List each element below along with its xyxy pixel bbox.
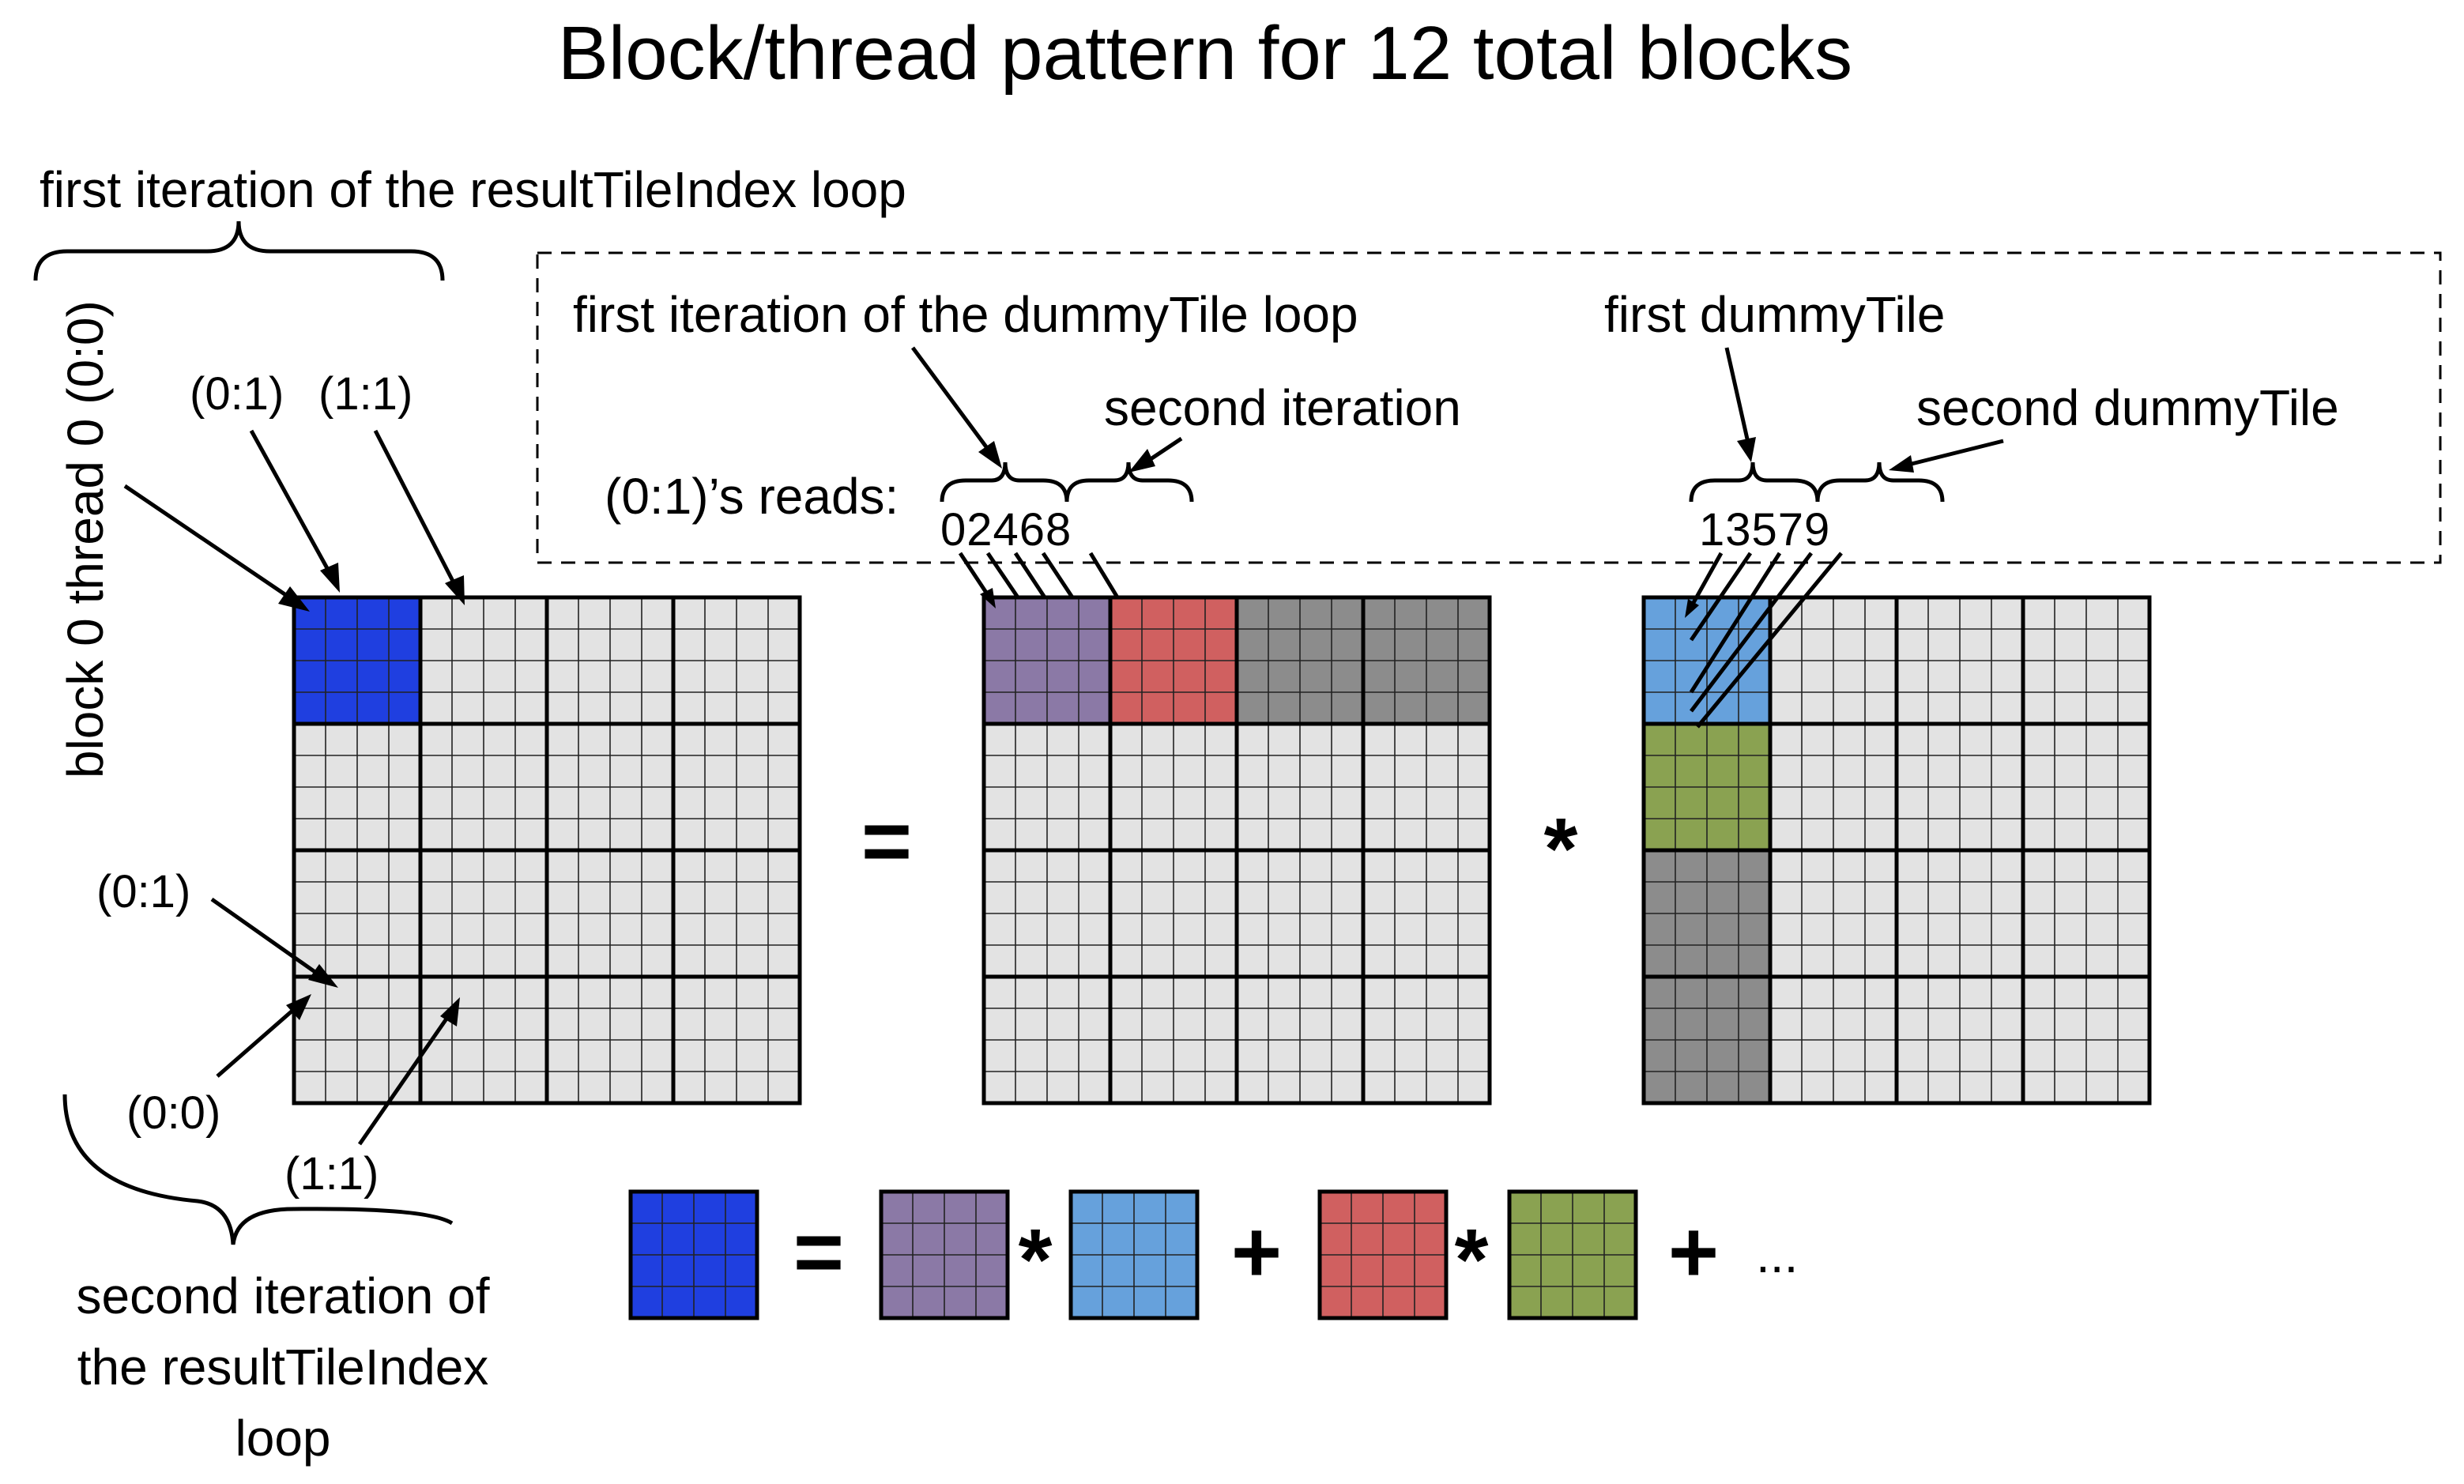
even-read-digits: 02468 [940,504,1072,556]
bottom-multiply-sign-2: * [1455,1211,1489,1309]
second-iteration-brace [62,1094,454,1245]
left-input-tile-r3-c3-border [1361,974,1492,1105]
coord-label-1-1-bottom: (1:1) [284,1148,379,1200]
coord-arrow-0-0 [216,1004,300,1078]
result-tile-r3-c3-border [671,974,802,1105]
multiply-sign: * [1544,800,1578,898]
reads-label: (0:1)’s reads: [605,468,899,525]
eq-result-tile-border [628,1189,759,1320]
first-dummytile-label: first dummyTile [1604,286,1945,343]
first-iteration-dummy-arrowhead [978,441,1002,469]
coord-arrowhead-0-1-top [320,563,340,593]
coord-arrow-1-1-top [373,429,459,590]
bottom-plus-sign-1: + [1231,1203,1282,1301]
even-read-arrows [958,552,1120,599]
first-iteration-result-label: first iteration of the resultTileIndex l… [40,161,906,218]
eq-red-tile-border [1317,1189,1449,1320]
second-dummytile-arrow [1908,439,2004,467]
even-read-arrowheads [980,588,996,608]
coord-arrowhead-1-1-bottom [440,997,460,1026]
bottom-ellipsis: ... [1756,1226,1798,1283]
bottom-plus-sign-2: + [1668,1203,1719,1301]
coord-arrowhead-1-1-top [445,575,465,605]
odd-read-digits: 13579 [1699,504,1830,556]
coord-arrow-0-1-left [210,897,326,981]
coord-label-1-1-top: (1:1) [318,368,413,420]
odd-read-arrowheads [1685,599,1699,618]
second-dummytile-arrowhead [1889,455,1914,473]
bottom-equals-sign: = [793,1203,844,1301]
block-thread-label: block 0 thread 0 (0:0) [57,300,114,778]
eq-green-tile-border [1507,1189,1638,1320]
odd-reads-brace-first [1689,461,1820,503]
coord-label-0-0: (0:0) [126,1087,220,1139]
eq-light-blue-tile-border [1068,1189,1200,1320]
odd-read-arrows [1689,552,1843,729]
equals-sign: = [861,793,912,890]
coord-label-0-1-left: (0:1) [96,866,190,917]
second-iteration-label-line3: loop [235,1410,331,1467]
coord-arrow-1-1-bottom [357,1011,453,1146]
even-reads-brace-second [1064,461,1194,503]
second-dummytile-label: second dummyTile [1916,379,2339,436]
coord-arrowhead-0-0 [286,994,311,1020]
first-dummytile-arrow [1724,347,1750,443]
second-iteration-label-line2: the resultTileIndex [77,1339,489,1395]
diagram-title: Block/thread pattern for 12 total blocks [558,11,1852,96]
second-iteration-label-line1: second iteration of [77,1267,490,1324]
even-reads-brace-first [940,461,1069,503]
first-iteration-brace [33,220,445,281]
second-iteration-label: second iteration [1104,379,1461,436]
second-iteration-arrowhead [1128,449,1155,473]
second-iteration-arrow [1144,436,1183,465]
first-iteration-dummy-label: first iteration of the dummyTile loop [573,286,1358,343]
right-input-tile-r3-c3-border [2021,974,2152,1105]
first-iteration-dummy-arrow [910,346,994,456]
bottom-multiply-sign-1: * [1019,1211,1053,1309]
block-thread-arrow [123,484,298,605]
dummy-loop-annotation-box [536,251,2442,564]
block-thread-arrowhead [278,586,310,612]
bottom-equation [628,1189,1638,1320]
first-dummytile-arrowhead [1737,437,1756,462]
result-matrix [292,595,802,1105]
right-input-matrix [1641,595,2152,1105]
coord-label-0-1-top: (0:1) [190,368,284,420]
left-input-matrix [981,595,1492,1105]
coord-arrow-0-1-top [249,429,334,578]
odd-reads-brace-second [1815,461,1945,503]
eq-purple-tile-border [879,1189,1010,1320]
coord-arrowhead-0-1-left [308,964,338,988]
